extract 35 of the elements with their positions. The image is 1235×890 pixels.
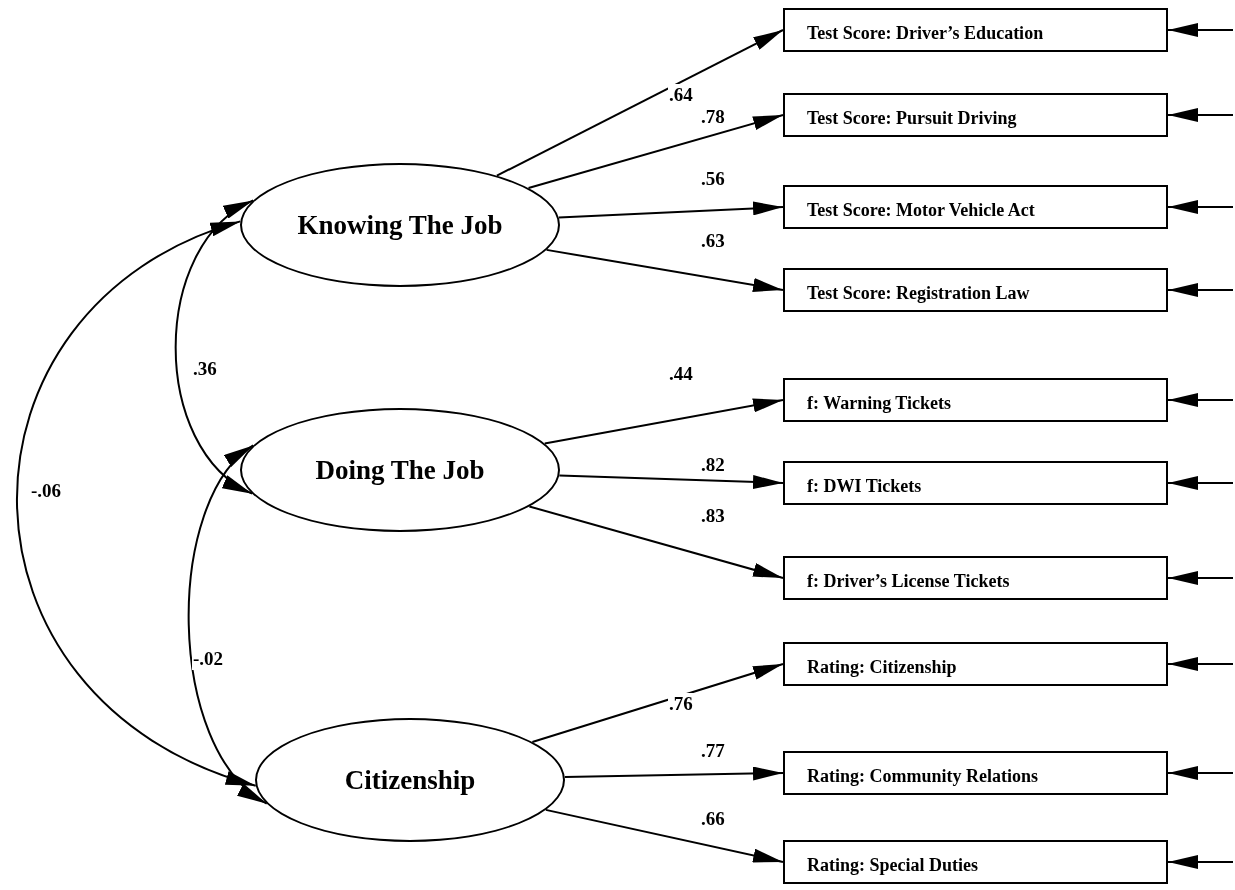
covariance-arrow [174, 199, 255, 495]
observed-variable-box: Test Score: Registration Law [783, 268, 1168, 312]
observed-variable-box: Rating: Citizenship [783, 642, 1168, 686]
covariance-arrow [187, 444, 268, 805]
loading-arrow [558, 474, 784, 489]
observed-variable-box: Rating: Special Duties [783, 840, 1168, 884]
error-arrow [1167, 571, 1234, 585]
loading-arrow [495, 29, 784, 177]
loading-arrow [543, 398, 784, 445]
observed-variable-box: Test Score: Motor Vehicle Act [783, 185, 1168, 229]
observed-variable-box: f: DWI Tickets [783, 461, 1168, 505]
loading-arrow [544, 808, 784, 863]
loading-arrow [563, 766, 784, 781]
error-arrow [1167, 200, 1234, 214]
error-arrow [1167, 855, 1234, 869]
observed-variable-box: Test Score: Pursuit Driving [783, 93, 1168, 137]
error-arrow [1167, 23, 1234, 37]
loading-arrow [527, 114, 784, 190]
observed-variable-box: Rating: Community Relations [783, 751, 1168, 795]
error-arrow [1167, 108, 1234, 122]
loading-arrow [545, 248, 784, 292]
latent-variable-ellipse: Doing The Job [240, 408, 560, 532]
error-arrow [1167, 283, 1234, 297]
error-arrow [1167, 393, 1234, 407]
loading-arrow [531, 663, 784, 743]
loading-arrow [528, 505, 784, 579]
latent-variable-ellipse: Knowing The Job [240, 163, 560, 287]
covariance-arrow [16, 220, 257, 787]
observed-variable-box: f: Warning Tickets [783, 378, 1168, 422]
observed-variable-box: f: Driver’s License Tickets [783, 556, 1168, 600]
error-arrow [1167, 766, 1234, 780]
error-arrow [1167, 476, 1234, 490]
error-arrow [1167, 657, 1234, 671]
latent-variable-ellipse: Citizenship [255, 718, 565, 842]
observed-variable-box: Test Score: Driver’s Education [783, 8, 1168, 52]
